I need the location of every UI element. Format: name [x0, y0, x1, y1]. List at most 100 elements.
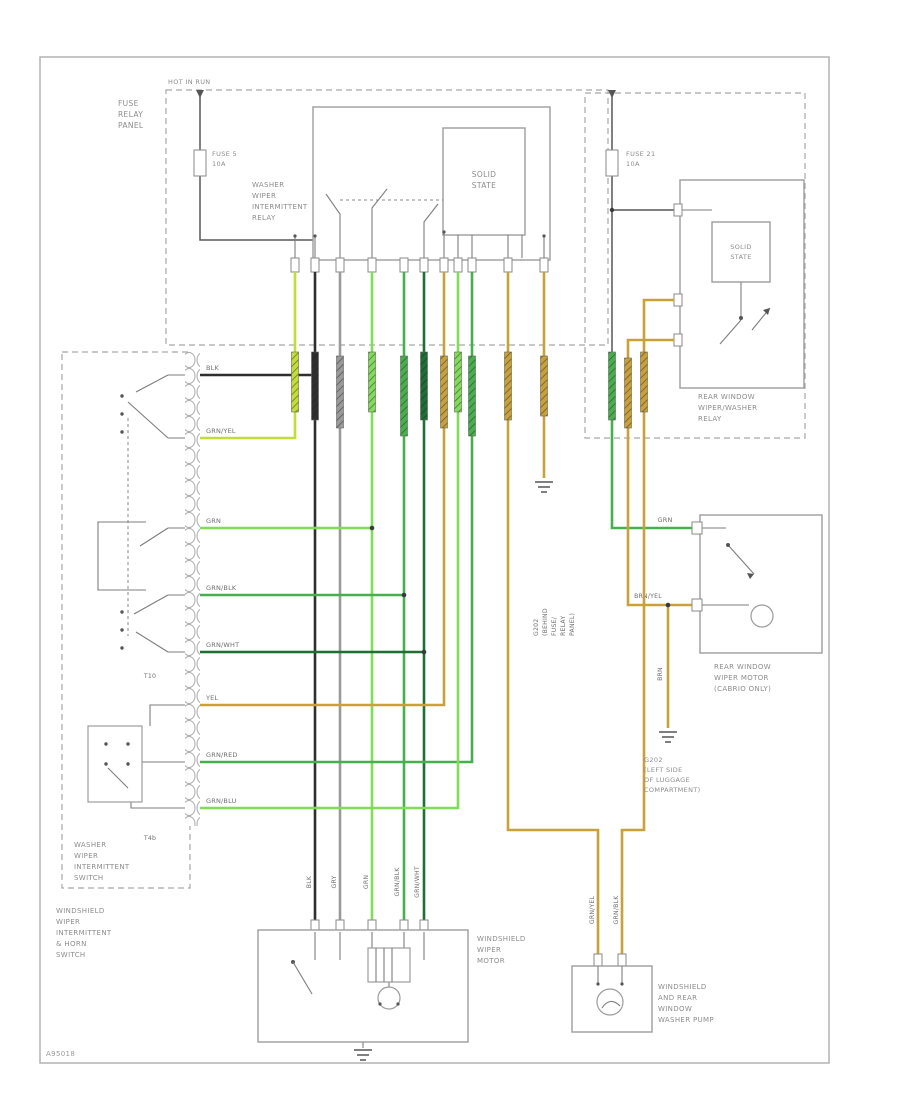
svg-text:BLK: BLK	[306, 875, 313, 888]
fuse-symbol	[605, 149, 619, 177]
pump-symbol	[596, 988, 624, 1016]
connector-id-bottom: T4b	[143, 835, 156, 842]
switch-contacts	[127, 374, 169, 653]
ground-symbol	[659, 731, 677, 743]
svg-text:FUSE 21: FUSE 21	[626, 150, 656, 158]
svg-text:COMPARTMENT): COMPARTMENT)	[644, 786, 701, 794]
svg-text:REAR WINDOW: REAR WINDOW	[698, 393, 755, 401]
svg-text:SOLID: SOLID	[472, 170, 497, 179]
svg-text:G202: G202	[644, 756, 663, 764]
svg-text:GRN/YEL: GRN/YEL	[206, 427, 236, 435]
rear-window-wiper-motor: REAR WINDOW WIPER MOTOR (CABRIO ONLY)	[691, 514, 823, 693]
svg-text:PANEL): PANEL)	[569, 613, 576, 636]
solid-state-box	[711, 221, 771, 283]
svg-text:BLK: BLK	[206, 364, 219, 372]
svg-text:FUSE: FUSE	[118, 99, 139, 108]
fuse-symbol	[193, 149, 207, 177]
svg-text:GRN/RED: GRN/RED	[206, 751, 238, 759]
svg-text:RELAY: RELAY	[252, 214, 276, 222]
svg-text:WIPER MOTOR: WIPER MOTOR	[714, 674, 769, 682]
svg-text:GRN: GRN	[363, 875, 370, 889]
svg-text:10A: 10A	[626, 160, 640, 168]
svg-text:SWITCH: SWITCH	[56, 951, 86, 959]
power-arrow-icon	[608, 90, 616, 98]
svg-text:(BEHIND: (BEHIND	[542, 608, 549, 636]
svg-text:STATE: STATE	[730, 253, 751, 261]
svg-text:MOTOR: MOTOR	[477, 957, 505, 965]
svg-text:SOLID: SOLID	[730, 243, 752, 251]
connector-id-top: T10	[143, 673, 156, 680]
g202-behind-panel-note: G202 (BEHIND FUSE/ RELAY PANEL)	[533, 608, 576, 636]
g202-luggage-note: G202 (LEFT SIDE OF LUGGAGE COMPARTMENT)	[644, 756, 701, 794]
svg-text:INTERMITTENT: INTERMITTENT	[56, 929, 112, 937]
svg-text:STATE: STATE	[472, 181, 496, 190]
svg-text:WASHER: WASHER	[74, 841, 106, 849]
svg-text:GRN/BLK: GRN/BLK	[394, 867, 401, 897]
solid-state-box	[442, 127, 526, 236]
svg-text:GRN/WHT: GRN/WHT	[206, 641, 239, 649]
svg-text:WINDSHIELD: WINDSHIELD	[56, 907, 105, 915]
svg-text:PANEL: PANEL	[118, 121, 144, 130]
svg-text:FUSE/: FUSE/	[551, 616, 558, 636]
switch-bracket	[97, 521, 146, 591]
rear-panel-box	[584, 92, 806, 439]
relay-terminal-row	[290, 257, 549, 273]
rear-window-wiper-washer-relay: SOLID STATE REAR WINDOW WIPER/WASHER REL…	[673, 179, 805, 423]
svg-text:RELAY: RELAY	[698, 415, 722, 423]
svg-text:GRN/BLK: GRN/BLK	[206, 584, 237, 592]
svg-text:SWITCH: SWITCH	[74, 874, 104, 882]
svg-text:(CABRIO ONLY): (CABRIO ONLY)	[714, 685, 771, 693]
ground-symbol	[354, 1049, 372, 1061]
svg-text:WIPER/WASHER: WIPER/WASHER	[698, 404, 757, 412]
hot-note: HOT IN RUN	[168, 78, 211, 86]
wire-rear-low: BRN/YEL BRN	[626, 338, 692, 743]
svg-text:(LEFT SIDE: (LEFT SIDE	[644, 766, 683, 774]
svg-text:GRN: GRN	[657, 516, 672, 524]
svg-text:INTERMITTENT: INTERMITTENT	[252, 203, 308, 211]
svg-text:GRN: GRN	[206, 517, 221, 525]
svg-text:WIPER: WIPER	[252, 192, 276, 200]
windshield-wiper-motor: WINDSHIELD WIPER MOTOR	[257, 919, 525, 1061]
fuse-relay-panel-box: FUSE RELAY PANEL HOT IN RUN	[118, 78, 609, 346]
washer-wiper-intermittent-relay: SOLID STATE WASHER WIPER INTERMITTENT RE…	[252, 106, 551, 273]
diagram-border	[39, 56, 830, 1064]
svg-text:WIPER: WIPER	[56, 918, 80, 926]
svg-text:WIPER: WIPER	[74, 852, 98, 860]
svg-text:GRN/BLK: GRN/BLK	[613, 895, 620, 925]
svg-text:REAR WINDOW: REAR WINDOW	[714, 663, 771, 671]
contact-arrow-icon	[747, 573, 754, 579]
wire-grn-yel: GRN/YEL	[200, 272, 297, 440]
svg-text:RELAY: RELAY	[560, 616, 567, 636]
svg-text:WINDOW: WINDOW	[658, 1005, 692, 1013]
svg-text:10A: 10A	[212, 160, 226, 168]
svg-text:GRN/BLU: GRN/BLU	[206, 797, 237, 805]
svg-text:BRN: BRN	[657, 667, 664, 681]
svg-text:BRN/YEL: BRN/YEL	[634, 593, 662, 600]
connector-hatches	[291, 351, 648, 437]
power-arrow-icon	[196, 90, 204, 98]
svg-text:GRN/WHT: GRN/WHT	[414, 866, 421, 898]
svg-text:GRY: GRY	[331, 875, 338, 888]
diagram-code: A95018	[46, 1050, 75, 1058]
svg-text:WIPER: WIPER	[477, 946, 501, 954]
svg-text:YEL: YEL	[205, 694, 218, 702]
svg-text:GRN/YEL: GRN/YEL	[589, 895, 596, 924]
svg-text:WINDSHIELD: WINDSHIELD	[658, 983, 707, 991]
svg-text:& HORN: & HORN	[56, 940, 87, 948]
fuse-right: FUSE 21 10A	[605, 90, 674, 352]
svg-text:WASHER PUMP: WASHER PUMP	[658, 1016, 714, 1024]
motor-symbol	[377, 986, 401, 1010]
ground-symbol	[535, 481, 553, 493]
wire-washer-pump-2: GRN/BLK	[613, 298, 674, 954]
svg-text:WASHER: WASHER	[252, 181, 284, 189]
svg-text:FUSE 5: FUSE 5	[212, 150, 237, 158]
motor-brush-box	[367, 947, 411, 983]
wire-grn-blu: GRN/BLU	[200, 272, 460, 810]
motor-symbol	[750, 604, 774, 628]
relay-internal-contacts	[682, 209, 771, 345]
relay-internal-contacts	[294, 188, 545, 258]
connector-strip	[185, 352, 200, 826]
svg-text:RELAY: RELAY	[118, 110, 143, 119]
